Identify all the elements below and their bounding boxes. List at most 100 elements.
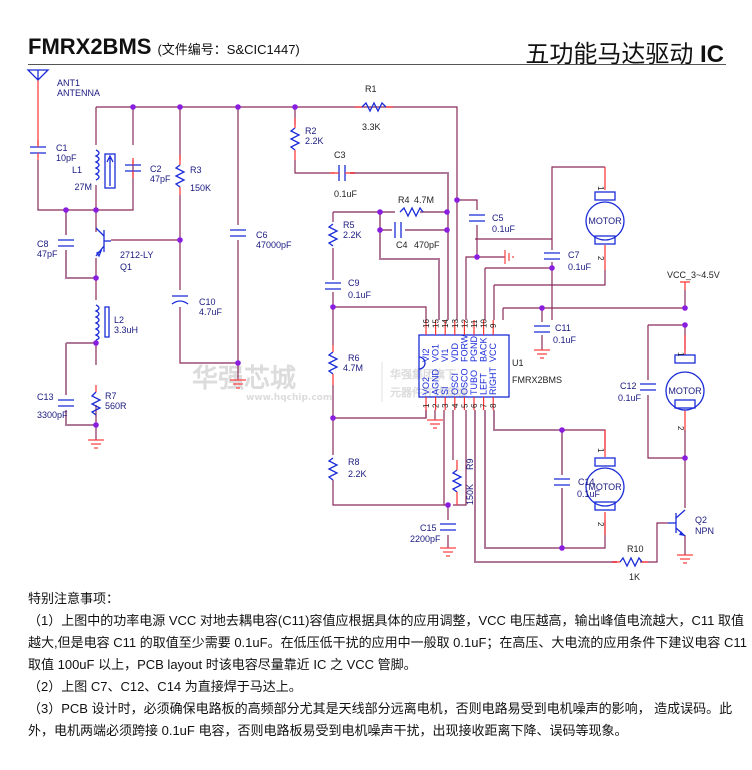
capacitor-c3 bbox=[330, 165, 355, 181]
motor-pin-1: 1 bbox=[676, 352, 685, 357]
motor-label: MOTOR bbox=[588, 216, 622, 226]
ic-pin-16-name: VI2 bbox=[421, 348, 431, 362]
resistor-r4 bbox=[399, 206, 424, 218]
label-c5-value: 0.1uF bbox=[492, 224, 516, 234]
label-q2-ref: Q2 bbox=[695, 515, 707, 525]
label-c3-ref: C3 bbox=[334, 150, 346, 160]
watermark-url: www.hqchip.com bbox=[246, 393, 332, 403]
vcc-terminal bbox=[680, 281, 690, 290]
ic-pin-9-number: 9 bbox=[489, 323, 498, 328]
motor-m2: MOTOR 1 2 bbox=[665, 335, 705, 431]
label-r4-value: 4.7M bbox=[414, 195, 434, 205]
label-c7-value: 0.1uF bbox=[568, 262, 592, 272]
ic-pin-16-number: 16 bbox=[422, 319, 431, 328]
ic-pin-13-name: VDD bbox=[450, 342, 460, 362]
label-c6-ref: C6 bbox=[256, 230, 268, 240]
resistor-r6 bbox=[327, 345, 339, 385]
label-c9-value: 0.1uF bbox=[348, 290, 372, 300]
label-c4-ref: C4 bbox=[396, 240, 408, 250]
label-c10-value: 4.7uF bbox=[199, 307, 223, 317]
label-c8-ref: C8 bbox=[37, 239, 49, 249]
label-c11-value: 0.1uF bbox=[553, 335, 577, 345]
label-r2-value: 2.2K bbox=[305, 136, 324, 146]
motor-label: MOTOR bbox=[668, 386, 702, 396]
inductor-l1 bbox=[94, 149, 116, 189]
label-r8-ref: R8 bbox=[348, 457, 360, 467]
motor-pin-2: 2 bbox=[676, 426, 685, 431]
motor-pin-1: 1 bbox=[596, 448, 605, 453]
ic-pin-10-name: BACK bbox=[479, 337, 489, 362]
ic-pin-5-name: OSCO bbox=[459, 368, 469, 395]
resistor-r1 bbox=[355, 101, 393, 113]
resistor-r8 bbox=[327, 457, 339, 481]
ic-pin-14-number: 14 bbox=[441, 319, 450, 328]
label-c15-value: 2200pF bbox=[410, 534, 441, 544]
ic-pin-1-number: 1 bbox=[422, 403, 431, 408]
header-part-number: FMRX2BMS(文件编号：S&CIC1447) bbox=[28, 34, 300, 60]
ic-pin-15-number: 15 bbox=[432, 319, 441, 328]
ic-pin-4-name: OSCI bbox=[450, 373, 460, 395]
label-l2-value: 3.3uH bbox=[114, 325, 138, 335]
capacitor-c15 bbox=[440, 523, 456, 531]
label-c10-ref: C10 bbox=[199, 297, 216, 307]
label-c13-ref: C13 bbox=[37, 392, 54, 402]
resistor-r2 bbox=[289, 118, 301, 160]
label-r1-value: 3.3K bbox=[362, 122, 381, 132]
label-r6-value: 4.7M bbox=[343, 363, 363, 373]
label-c13-value: 3300pF bbox=[37, 410, 68, 420]
capacitor-c12 bbox=[640, 383, 656, 391]
capacitor-c5 bbox=[469, 214, 485, 222]
label-l1-value: 27M bbox=[74, 182, 92, 192]
ground-icon bbox=[230, 379, 246, 389]
motor-label: MOTOR bbox=[588, 482, 622, 492]
capacitor-c2 bbox=[125, 158, 141, 178]
label-r2-ref: R2 bbox=[305, 126, 317, 136]
wires bbox=[37, 78, 686, 563]
ic-pin-13-number: 13 bbox=[451, 319, 460, 328]
notes-heading: 特别注意事项： bbox=[28, 591, 120, 606]
label-r6-ref: R6 bbox=[348, 353, 360, 363]
capacitor-c14 bbox=[554, 478, 570, 486]
capacitor-c9 bbox=[325, 282, 341, 290]
ic-top-pins: 16VI215VO114VI113VDD12FORW11PGND10BACK9V… bbox=[421, 319, 498, 362]
label-ant1-ref: ANT1 bbox=[57, 78, 80, 88]
capacitor-c8 bbox=[58, 239, 74, 247]
ic-pin-11-number: 11 bbox=[470, 319, 479, 328]
label-r10-ref: R10 bbox=[627, 544, 644, 554]
label-c3-value: 0.1uF bbox=[334, 189, 358, 199]
ic-pin-1-name: VO2 bbox=[421, 377, 431, 395]
note-item-1: （1）上图中的功率电源 VCC 对地去耦电容(C11)容值应根据具体的应用调整，… bbox=[28, 613, 747, 672]
note-item-3: （3）PCB 设计时，必须确保电路板的高频部分尤其是天线部分远离电机，否则电路易… bbox=[28, 701, 733, 738]
capacitor-c10 bbox=[171, 295, 189, 305]
label-ant1-name: ANTENNA bbox=[57, 88, 100, 98]
capacitor-c4 bbox=[394, 222, 402, 238]
header-divider bbox=[28, 64, 726, 65]
label-r5-ref: R5 bbox=[343, 220, 355, 230]
note-item-2: （2）上图 C7、C12、C14 为直接焊于马达上。 bbox=[28, 679, 302, 694]
label-r9-ref: R9 bbox=[465, 458, 475, 470]
label-c15-ref: C15 bbox=[420, 523, 437, 533]
motor-pin-2: 2 bbox=[596, 522, 605, 527]
label-c12-ref: C12 bbox=[620, 381, 637, 391]
ic-pin-3-number: 3 bbox=[441, 403, 450, 408]
capacitor-c13 bbox=[58, 399, 74, 407]
label-c5-ref: C5 bbox=[492, 213, 504, 223]
label-r1-ref: R1 bbox=[365, 84, 377, 94]
motor-m3: MOTOR 1 2 bbox=[585, 430, 625, 535]
label-c4-value: 470pF bbox=[414, 240, 440, 250]
resistor-r10 bbox=[612, 556, 648, 568]
label-c7-ref: C7 bbox=[568, 250, 580, 260]
motor-m1: MOTOR 1 2 bbox=[585, 167, 625, 270]
doc-number: (文件编号：S&CIC1447) bbox=[157, 42, 300, 57]
label-c9-ref: C9 bbox=[348, 278, 360, 288]
watermark-brand: 华强芯城 bbox=[192, 363, 296, 394]
capacitor-c11 bbox=[534, 325, 550, 333]
ic-pin-12-number: 12 bbox=[460, 319, 469, 328]
label-vcc: VCC_3~4.5V bbox=[667, 270, 720, 280]
ic-pin-14-name: VI1 bbox=[440, 348, 450, 362]
label-c2-ref: C2 bbox=[150, 164, 162, 174]
junctions bbox=[63, 104, 688, 551]
transistor-q2 bbox=[668, 509, 686, 537]
resistor-r5 bbox=[327, 223, 339, 247]
